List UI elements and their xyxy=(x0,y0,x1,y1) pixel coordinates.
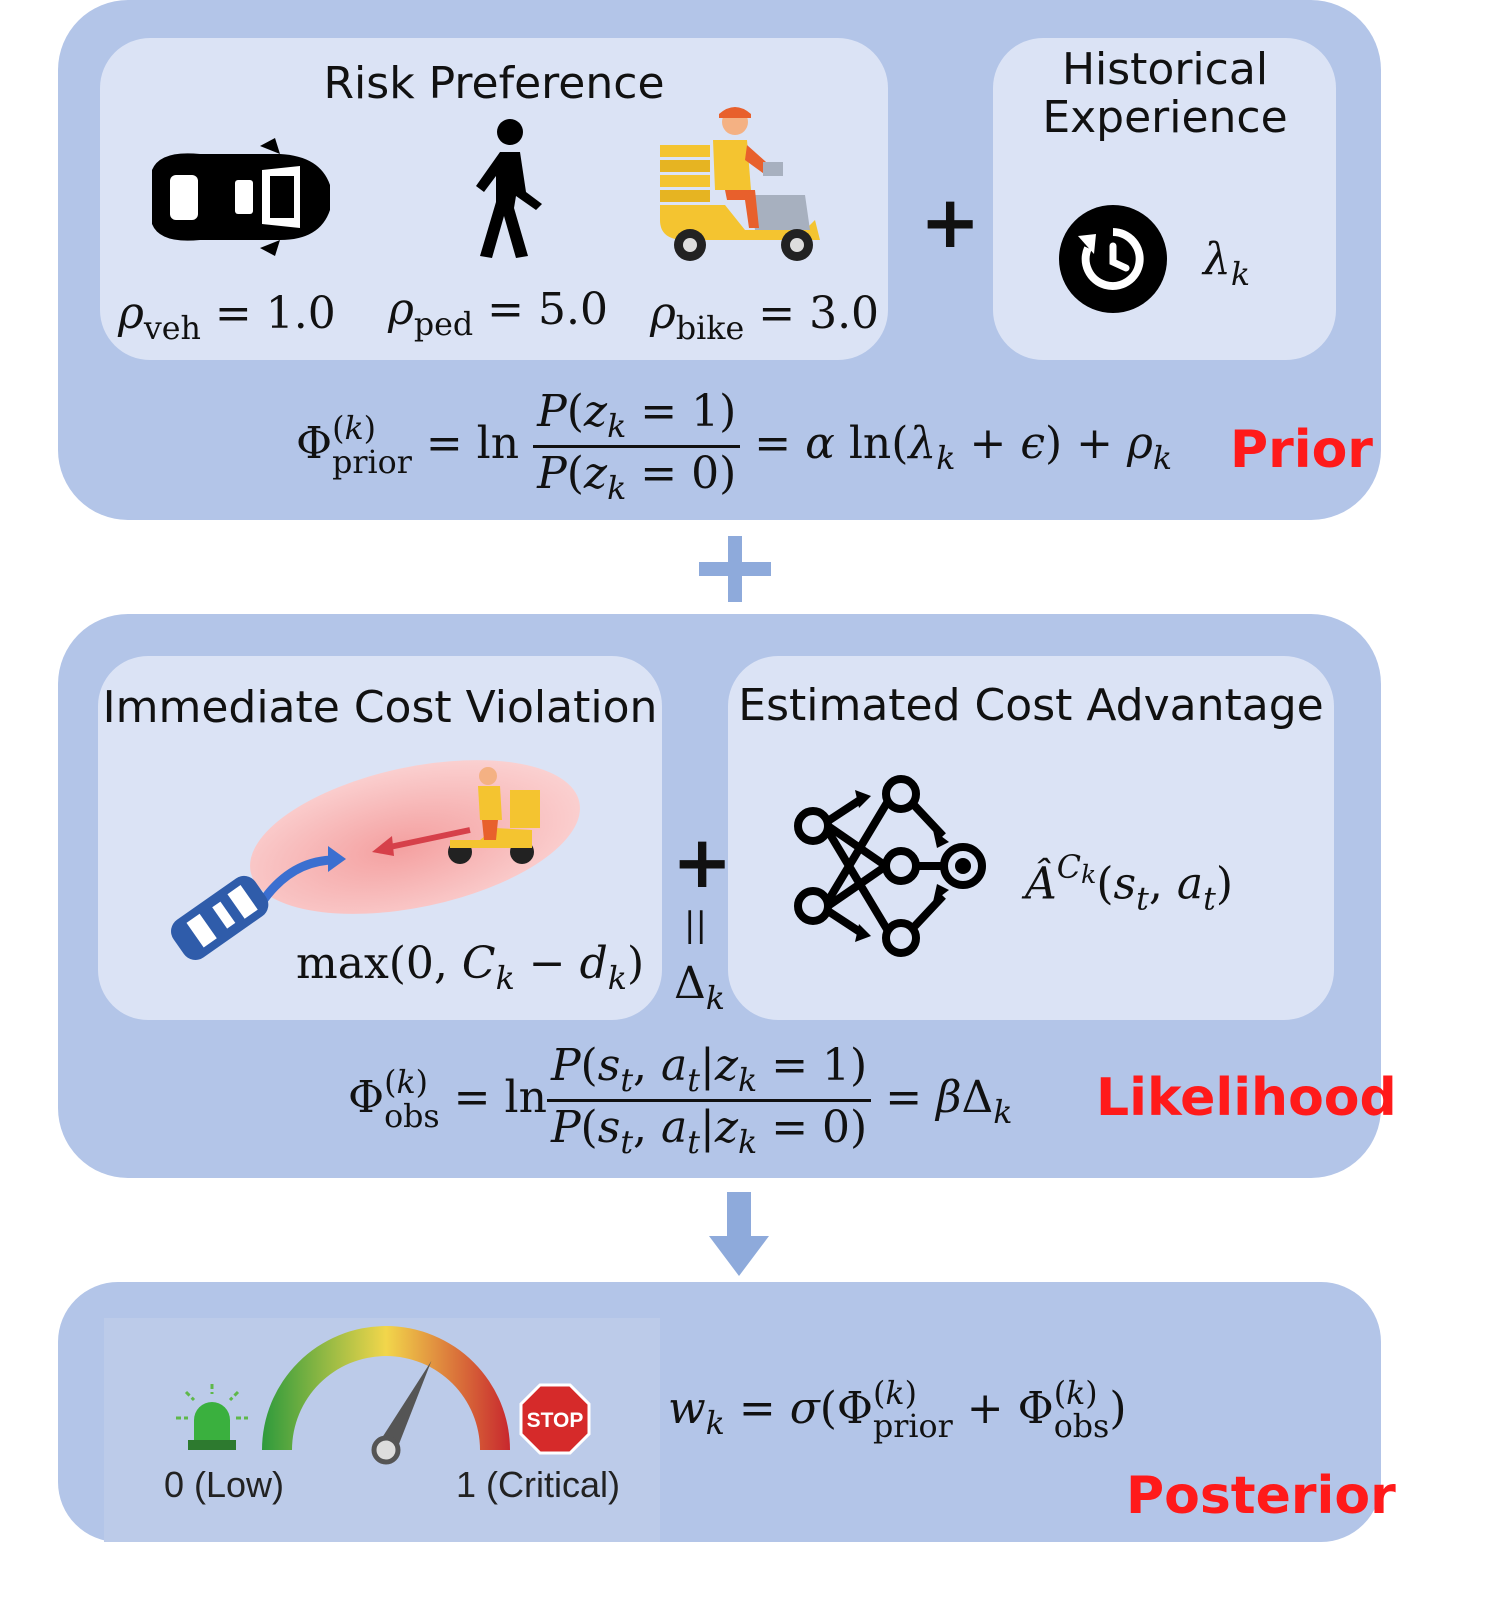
rho-veh-formula: ρveh = 1.0 xyxy=(118,288,336,348)
equals-vertical: || xyxy=(684,905,707,945)
historical-experience-card xyxy=(993,38,1336,360)
rho-bike-value: = 3.0 xyxy=(758,288,880,339)
blue-plus-connector xyxy=(699,536,771,602)
immediate-cost-formula: max(0, Ck − dk) xyxy=(296,938,645,998)
rho-veh-value: = 1.0 xyxy=(214,288,336,339)
advantage-formula: ÂCk(st, at) xyxy=(1025,850,1233,918)
gauge-needle-pointer xyxy=(377,1360,432,1455)
history-icon xyxy=(1059,205,1167,313)
historical-experience-title: Historical Experience xyxy=(1042,44,1288,144)
rho-ped-formula: ρped = 5.0 xyxy=(388,284,608,344)
risk-preference-title: Risk Preference xyxy=(323,58,665,109)
lambda-k-label: λk xyxy=(1203,234,1251,294)
posterior-formula: wk = σ(Φ(k)prior + Φ(k)obs) xyxy=(668,1376,1127,1446)
delivery-scooter-icon xyxy=(660,107,820,261)
delta-k-label: Δk xyxy=(674,958,725,1018)
immediate-cost-violation-title: Immediate Cost Violation xyxy=(102,682,658,733)
gauge-needle xyxy=(371,1360,432,1465)
rho-ped-value: = 5.0 xyxy=(487,284,608,335)
pedestrian-icon xyxy=(476,119,542,258)
green-alarm-light-icon xyxy=(176,1384,248,1450)
stop-sign-icon: STOP xyxy=(519,1383,591,1455)
stop-sign-text: STOP xyxy=(527,1409,584,1432)
prior-tag: Prior xyxy=(1230,420,1373,480)
connector-plus-text: + xyxy=(727,548,728,549)
rho-bike-formula: ρbike = 3.0 xyxy=(650,288,880,348)
gauge-low-label: 0 (Low) xyxy=(164,1464,285,1505)
prior-plus: + xyxy=(920,180,981,264)
likelihood-tag: Likelihood xyxy=(1096,1068,1397,1128)
lambda-symbol: λ xyxy=(1203,234,1231,285)
estimated-cost-advantage-title: Estimated Cost Advantage xyxy=(738,680,1324,731)
car-icon xyxy=(152,138,330,256)
risk-zone-illustration xyxy=(171,760,580,960)
down-arrow-connector xyxy=(709,1192,769,1276)
posterior-tag: Posterior xyxy=(1126,1466,1396,1526)
risk-gauge xyxy=(262,1326,510,1465)
prior-formula: Φ(k)prior = ln P(zk = 1)P(zk = 0) = α ln… xyxy=(296,386,1173,508)
likelihood-plus: + xyxy=(672,820,733,904)
gauge-critical-label: 1 (Critical) xyxy=(456,1464,621,1505)
gauge-needle-hub xyxy=(371,1435,401,1465)
neural-network-icon xyxy=(794,775,986,957)
